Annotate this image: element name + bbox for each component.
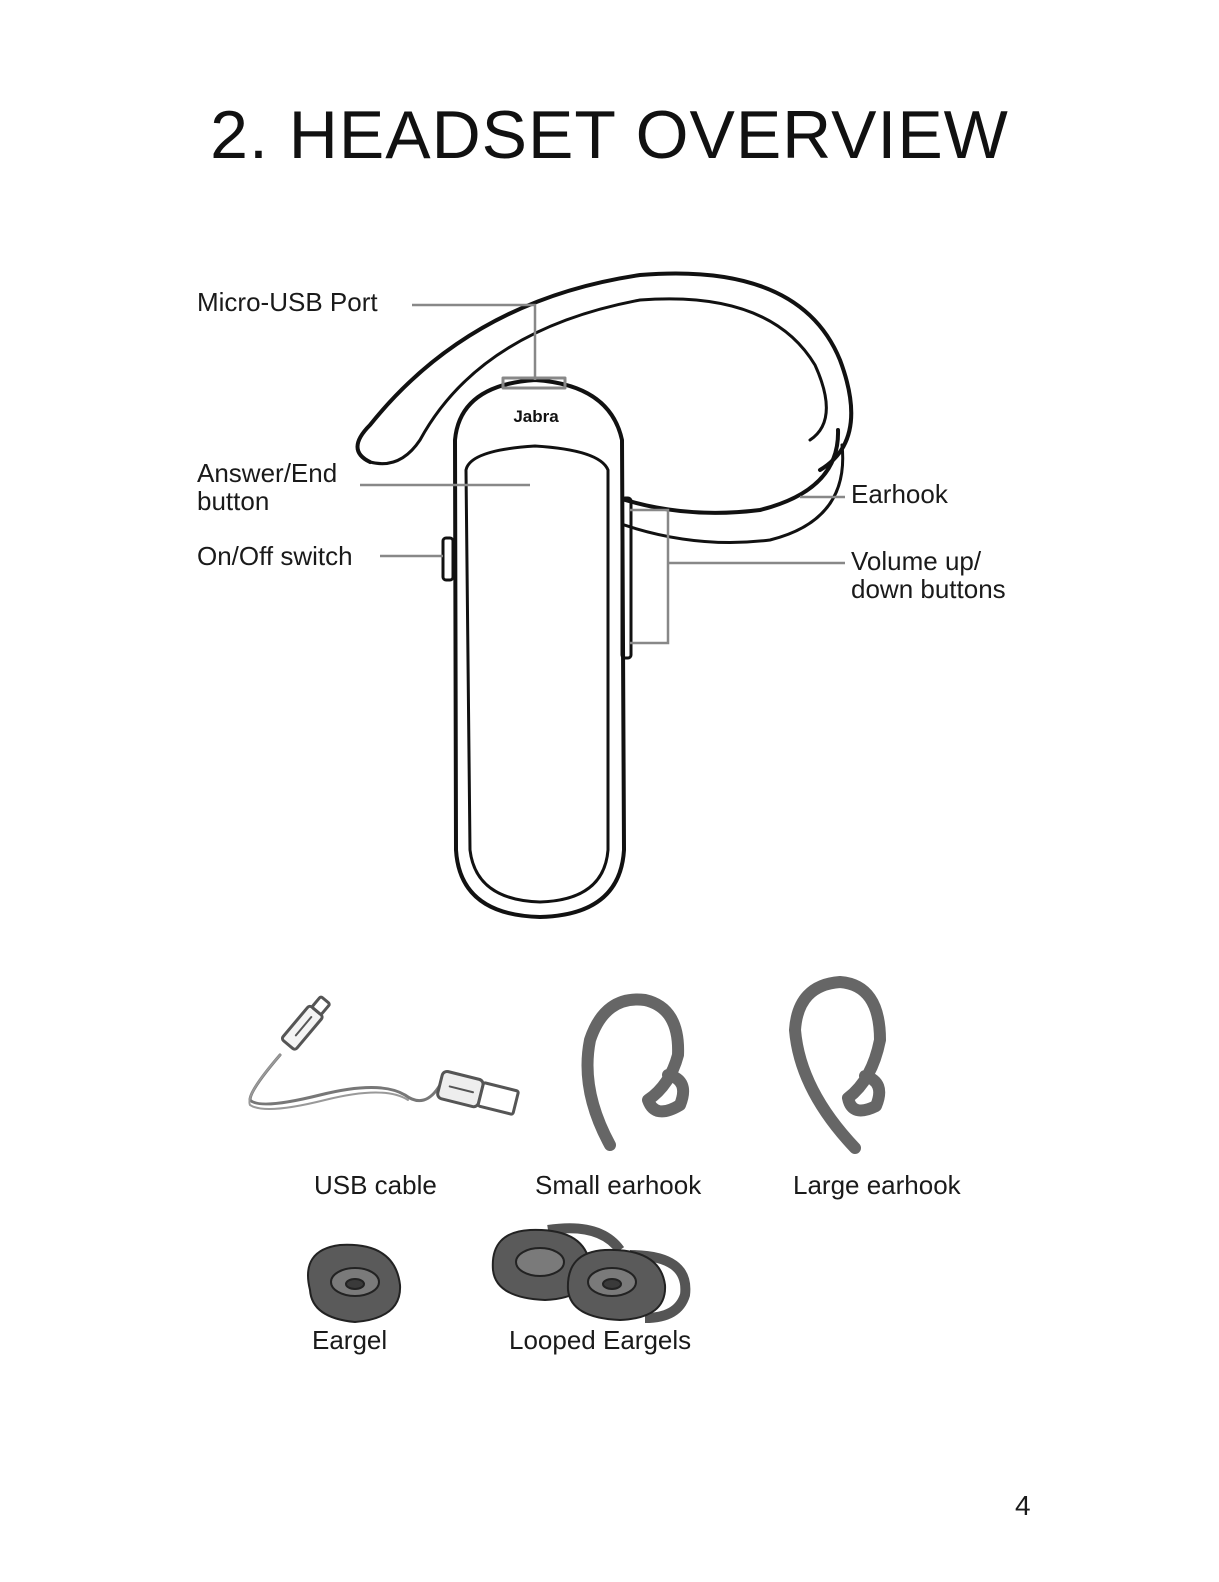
callout-answer-end-line2: button (197, 487, 337, 515)
callout-micro-usb-port: Micro-USB Port (197, 288, 378, 316)
looped-eargels-illustration (493, 1228, 686, 1320)
usb-cable-illustration (249, 994, 519, 1116)
leader-volume (630, 510, 845, 643)
label-small-earhook: Small earhook (535, 1171, 701, 1199)
callout-volume-line2: down buttons (851, 575, 1006, 603)
callout-answer-end-button: Answer/End button (197, 459, 337, 515)
label-eargel: Eargel (312, 1326, 387, 1354)
callout-earhook: Earhook (851, 480, 948, 508)
eargel-illustration (308, 1245, 400, 1322)
large-earhook-illustration (795, 982, 880, 1148)
volume-buttons-shape (622, 498, 631, 658)
label-looped-eargels: Looped Eargels (509, 1326, 691, 1354)
page-number: 4 (1015, 1490, 1031, 1522)
callout-on-off-switch: On/Off switch (197, 542, 353, 570)
callout-answer-end-line1: Answer/End (197, 459, 337, 487)
small-earhook-illustration (588, 1000, 684, 1146)
callout-volume-line1: Volume up/ (851, 547, 1006, 575)
headset-illustration (358, 273, 852, 917)
label-large-earhook: Large earhook (793, 1171, 961, 1199)
brand-logo: Jabra (513, 407, 559, 426)
on-off-switch-shape (443, 538, 453, 580)
callout-volume-buttons: Volume up/ down buttons (851, 547, 1006, 603)
label-usb-cable: USB cable (314, 1171, 437, 1199)
